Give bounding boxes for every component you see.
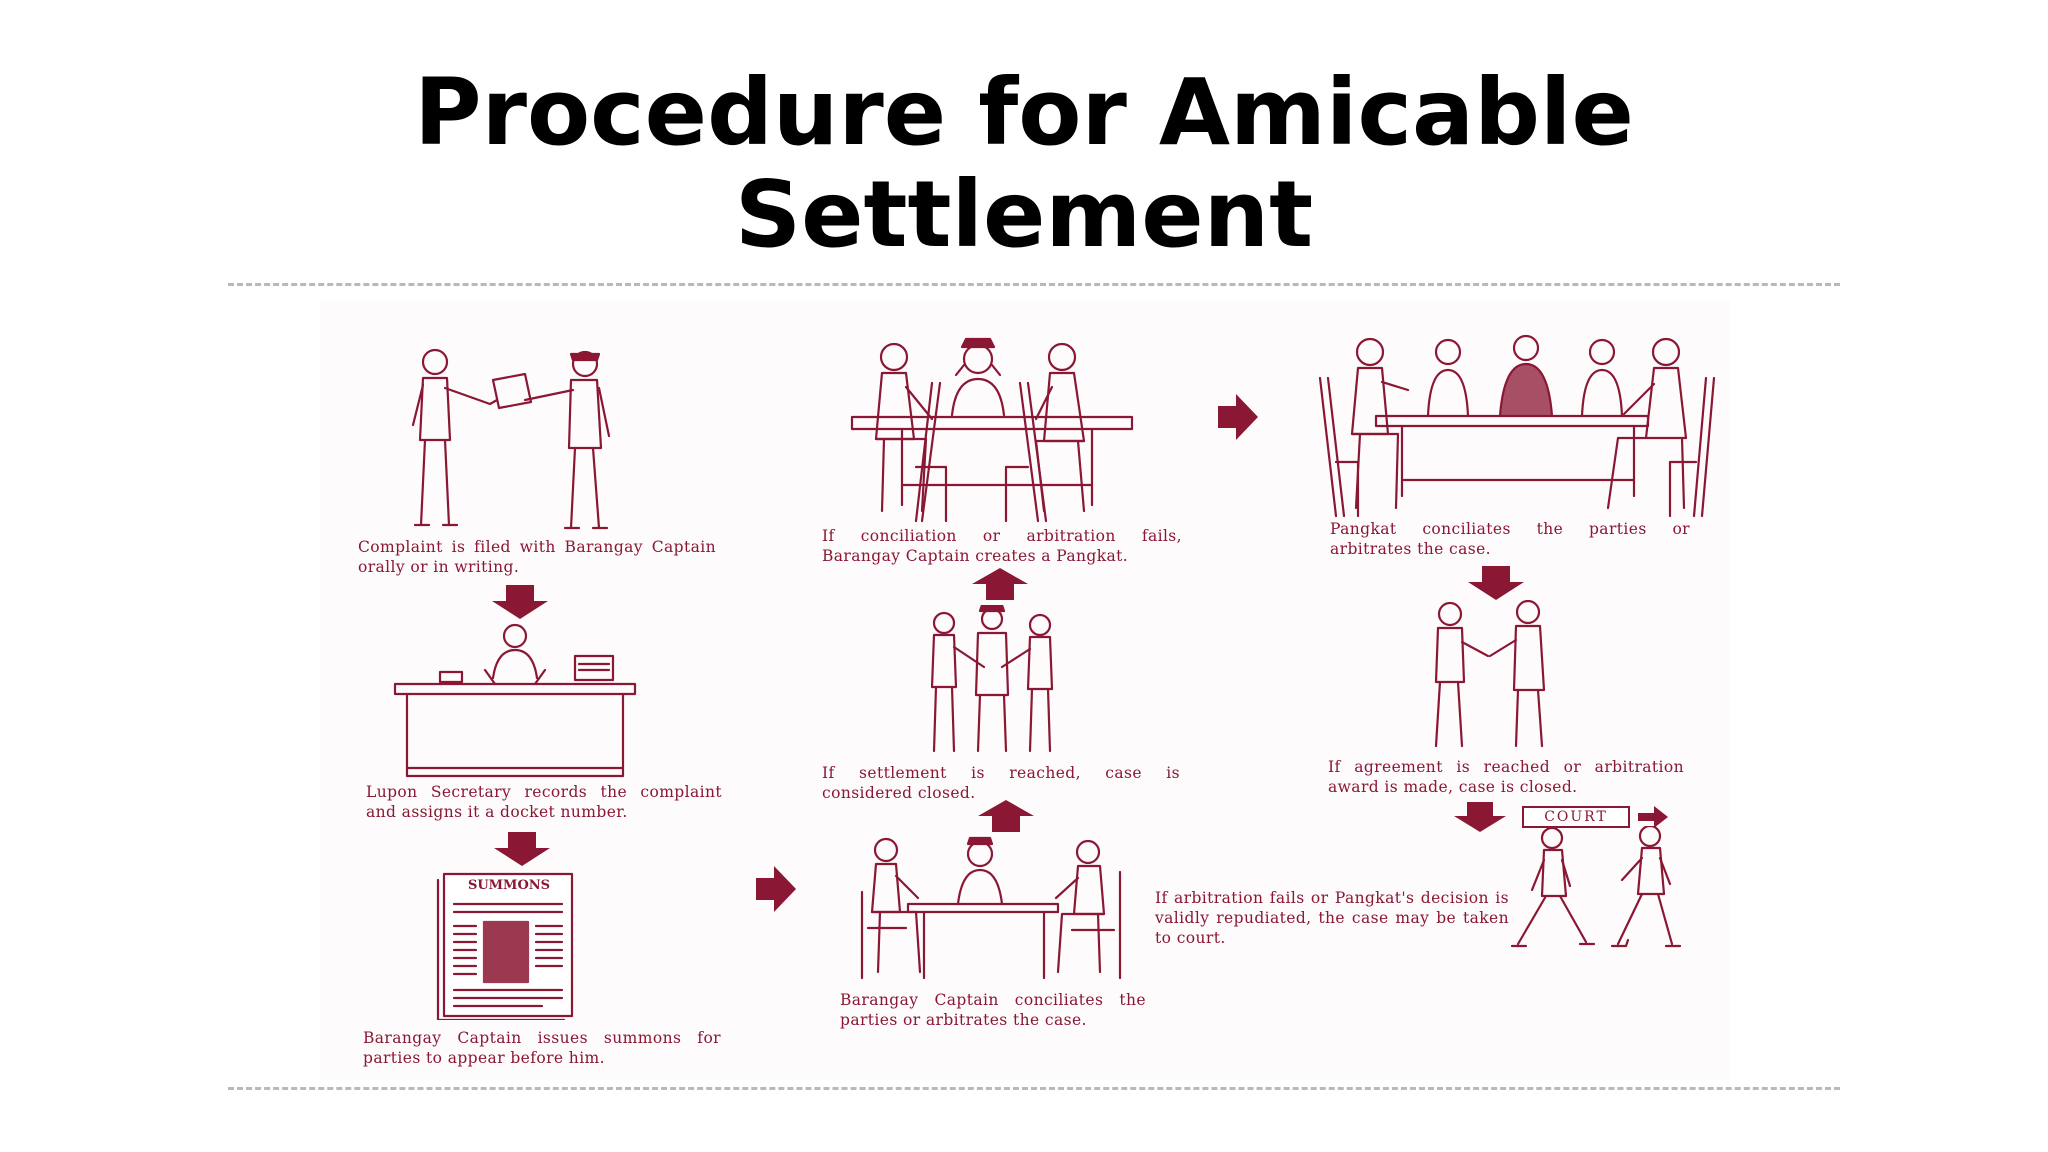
step-agreement-caption: If agreement is reached or arbitration a… [1328,758,1684,796]
step-record-caption: Lupon Secretary records the complaint an… [366,783,722,821]
court-sign: COURT [1522,806,1630,828]
arrow-up-icon [972,568,1028,600]
settlement-handshake-illustration [922,605,1062,755]
agreement-handshake-illustration [1418,600,1558,750]
step-pangkat-created-caption: If conciliation or arbitration fails, Ba… [822,527,1182,565]
step-complaint-caption: Complaint is filed with Barangay Captain… [358,538,716,576]
arrow-right-icon [1638,806,1668,828]
summons-document-illustration: SUMMONS [432,870,582,1020]
arrow-right-icon [1218,394,1258,440]
arrow-down-icon [1454,802,1506,832]
pangkat-panel-illustration [1318,330,1718,520]
arrow-up-icon [978,800,1034,832]
summons-label: SUMMONS [467,878,551,893]
top-divider [228,283,1840,286]
secretary-desk-illustration [385,618,645,778]
page-title: Procedure for Amicable Settlement [0,62,2048,266]
walking-to-court-illustration [1510,826,1690,951]
complaint-illustration [395,340,625,535]
step-court-caption: If arbitration fails or Pangkat's decisi… [1155,889,1509,947]
arrow-down-icon [492,585,548,619]
captain-conciliation-illustration [858,832,1130,982]
title-line-2: Settlement [734,161,1314,268]
step-summons-caption: Barangay Captain issues summons for part… [363,1029,721,1067]
arrow-right-icon [756,866,796,912]
step-conciliates-caption: Barangay Captain conciliates the parties… [840,991,1146,1029]
arrow-down-icon [1468,566,1524,600]
step-pangkat-conciliates-caption: Pangkat conciliates the parties or arbit… [1330,520,1690,558]
failed-conciliation-illustration [822,335,1142,525]
step-settled-caption: If settlement is reached, case is consid… [822,764,1180,802]
arrow-down-icon [494,832,550,866]
title-line-1: Procedure for Amicable [414,59,1634,166]
bottom-divider [228,1087,1840,1090]
